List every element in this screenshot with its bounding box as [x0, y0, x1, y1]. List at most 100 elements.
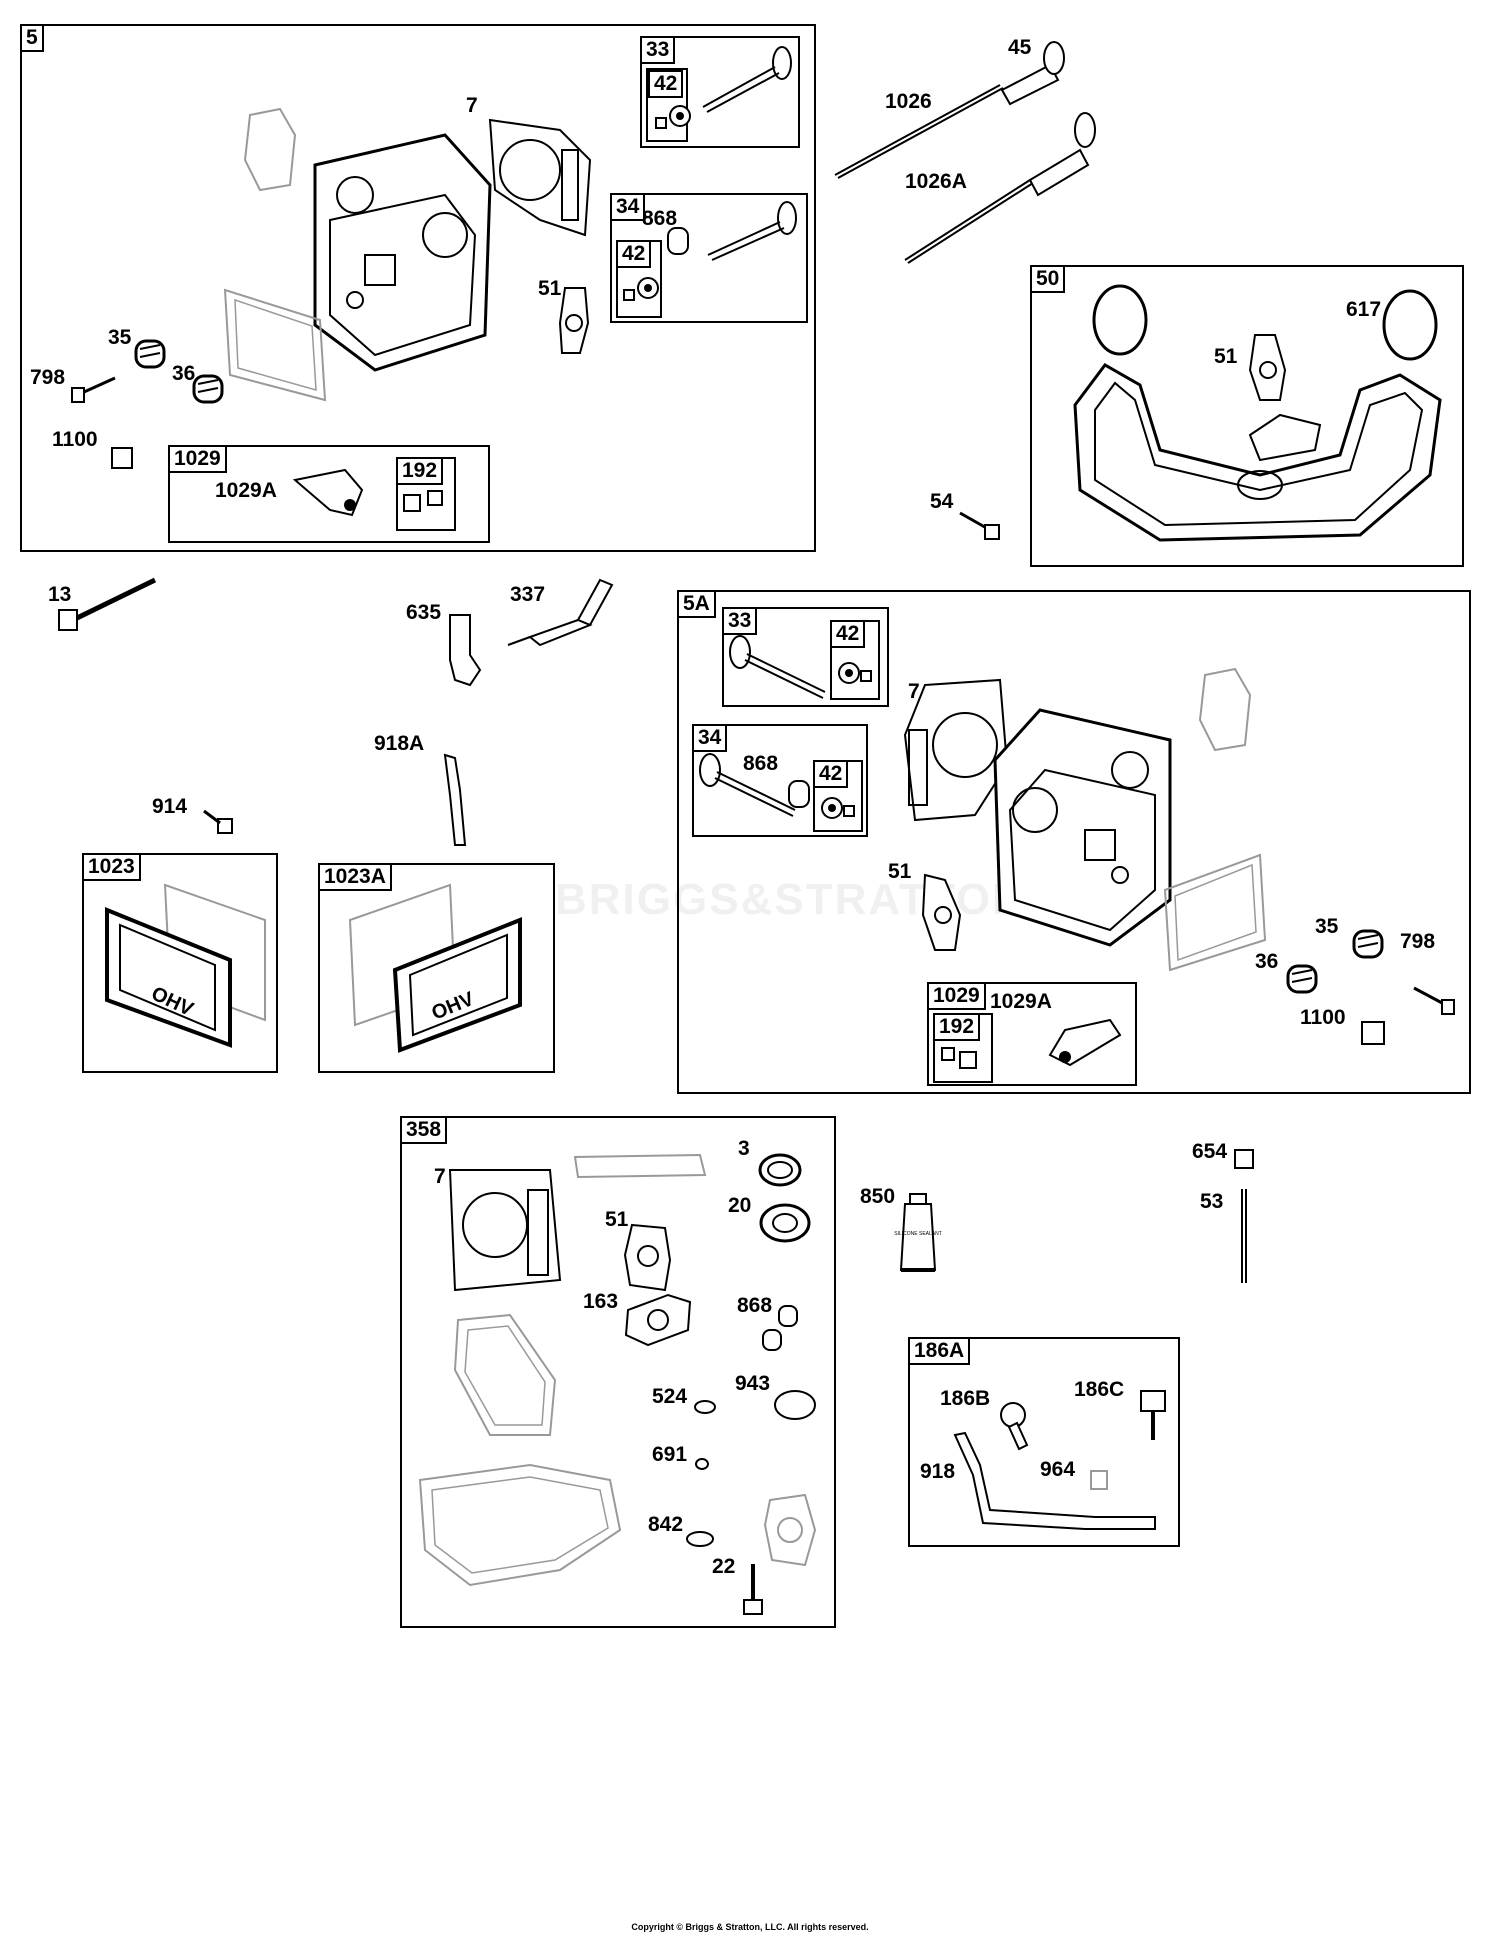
- part-label-186C: 186C: [1074, 1378, 1125, 1401]
- spring-36-icon: [192, 374, 224, 404]
- group-5A-box: 5A: [677, 590, 1471, 1094]
- valve-cover-2-icon: OHV: [348, 883, 522, 1053]
- oring-524-icon: [694, 1400, 716, 1414]
- gasket-51-358-icon: [623, 1223, 672, 1292]
- group-5-33-tag: 33: [640, 36, 676, 64]
- valve-exhaust-5A-icon: [699, 753, 796, 817]
- group-358-tag: 358: [400, 1116, 448, 1144]
- sealant-tube-icon: SILICONE SEALANT: [894, 1193, 942, 1272]
- pushrod-1026-icon: [834, 41, 1065, 179]
- spark-plug-icon: [507, 578, 614, 647]
- part-label-918: 918: [920, 1460, 956, 1483]
- nut-654-icon: [1234, 1149, 1254, 1169]
- group-5-42a-tag: 42: [648, 70, 684, 98]
- clip-964-icon: [1090, 1470, 1108, 1490]
- intake-gasket-5A-icon: [921, 873, 962, 951]
- part-label-868-5A: 868: [743, 752, 779, 775]
- group-186A-box: 186A: [908, 1337, 1180, 1547]
- part-label-1029A: 1029A: [215, 479, 277, 502]
- seal-868-358-icon: [762, 1305, 798, 1351]
- part-label-20: 20: [728, 1194, 752, 1217]
- group-5-42a-box: [646, 68, 688, 142]
- group-5A-42a-box: 42: [830, 620, 880, 700]
- part-label-36-5A: 36: [1255, 950, 1279, 973]
- part-label-53: 53: [1200, 1190, 1224, 1213]
- breather-gasket-icon: [573, 1153, 707, 1179]
- intake-manifold-icon: [1073, 284, 1442, 542]
- valve-exhaust-icon: [707, 201, 797, 261]
- part-label-524: 524: [652, 1385, 688, 1408]
- part-label-35-5A: 35: [1315, 915, 1339, 938]
- crankcase-gasket-icon: [418, 1463, 622, 1587]
- part-label-13: 13: [48, 583, 72, 606]
- group-5A-34-tag: 34: [692, 724, 728, 752]
- part-label-3: 3: [738, 1137, 750, 1160]
- part-label-1029A-5A: 1029A: [990, 990, 1052, 1013]
- valve-keeper-icon: [655, 105, 691, 129]
- group-50-box: 50: [1030, 265, 1464, 567]
- group-50-tag: 50: [1030, 265, 1066, 293]
- oring-943-icon: [774, 1390, 816, 1420]
- group-5A-33-tag: 33: [722, 607, 758, 635]
- part-label-964: 964: [1040, 1458, 1076, 1481]
- cylinder-head-5A-icon: [993, 708, 1172, 947]
- part-label-51-5A: 51: [888, 860, 912, 883]
- part-label-7-5A: 7: [908, 680, 920, 703]
- spring-35-icon: [134, 339, 166, 369]
- group-5A-1029-tag: 1029: [927, 982, 986, 1010]
- part-label-850: 850: [860, 1185, 896, 1208]
- group-5-42b-tag: 42: [616, 240, 652, 268]
- group-1023-box: 1023: [82, 853, 278, 1073]
- part-label-798-5A: 798: [1400, 930, 1436, 953]
- valve-cover-icon: OHV: [105, 883, 266, 1048]
- part-label-186B: 186B: [940, 1387, 991, 1410]
- group-5-1029-tag: 1029: [168, 445, 227, 473]
- group-5-42b-box: 42: [616, 240, 662, 318]
- group-5A-42a-tag: 42: [830, 620, 866, 648]
- group-5A-192-box: 192: [933, 1013, 993, 1083]
- rocker-arm-5A-icon: [1048, 1018, 1122, 1067]
- group-5A-42b-box: 42: [813, 760, 863, 832]
- part-label-54: 54: [930, 490, 954, 513]
- cover-gasket-icon: [223, 288, 327, 402]
- part-label-868: 868: [642, 207, 678, 230]
- gasket-top-icon: [243, 107, 297, 192]
- rocker-arm-icon: [292, 468, 364, 517]
- valve-keeper-2-icon: [623, 277, 659, 301]
- part-label-163: 163: [583, 1290, 619, 1313]
- group-5A-tag: 5A: [677, 590, 716, 618]
- group-358-box: 358: [400, 1116, 836, 1628]
- group-5-34-tag: 34: [610, 193, 646, 221]
- intake-gasket-icon: [558, 287, 590, 354]
- part-label-1100-5A: 1100: [1300, 1006, 1346, 1029]
- part-label-1026A: 1026A: [905, 170, 967, 193]
- copyright-text: Copyright © Briggs & Stratton, LLC. All …: [631, 1922, 869, 1932]
- spring-36-5A-icon: [1286, 964, 1318, 994]
- breather-tube-icon: [443, 753, 467, 846]
- bolt-22-icon: [743, 1564, 763, 1615]
- group-5A-42b-tag: 42: [813, 760, 849, 788]
- part-label-842: 842: [648, 1513, 684, 1536]
- part-label-7-358: 7: [434, 1165, 446, 1188]
- valve-keeper-5A-icon: [838, 662, 872, 684]
- seal-3-icon: [758, 1153, 802, 1187]
- valve-intake-icon: [702, 46, 792, 113]
- part-label-654: 654: [1192, 1140, 1228, 1163]
- group-5A-192-tag: 192: [933, 1013, 981, 1041]
- cover-gasket-358-icon: [453, 1313, 557, 1436]
- stud-53-icon: [1241, 1189, 1247, 1283]
- group-5-34-box: 34: [610, 193, 808, 323]
- group-1023-tag: 1023: [82, 853, 141, 881]
- group-1023A-box: 1023A: [318, 863, 555, 1073]
- group-1023A-tag: 1023A: [318, 863, 392, 891]
- cylinder-head-icon: [313, 133, 492, 372]
- part-label-691: 691: [652, 1443, 688, 1466]
- part-label-798: 798: [30, 366, 66, 389]
- oring-691-icon: [695, 1458, 709, 1470]
- group-5-tag: 5: [20, 24, 44, 52]
- valve-intake-5A-icon: [729, 635, 826, 699]
- group-5-192-tag: 192: [396, 457, 444, 485]
- sealant-label: SILICONE SEALANT: [894, 1231, 942, 1237]
- part-label-943: 943: [735, 1372, 771, 1395]
